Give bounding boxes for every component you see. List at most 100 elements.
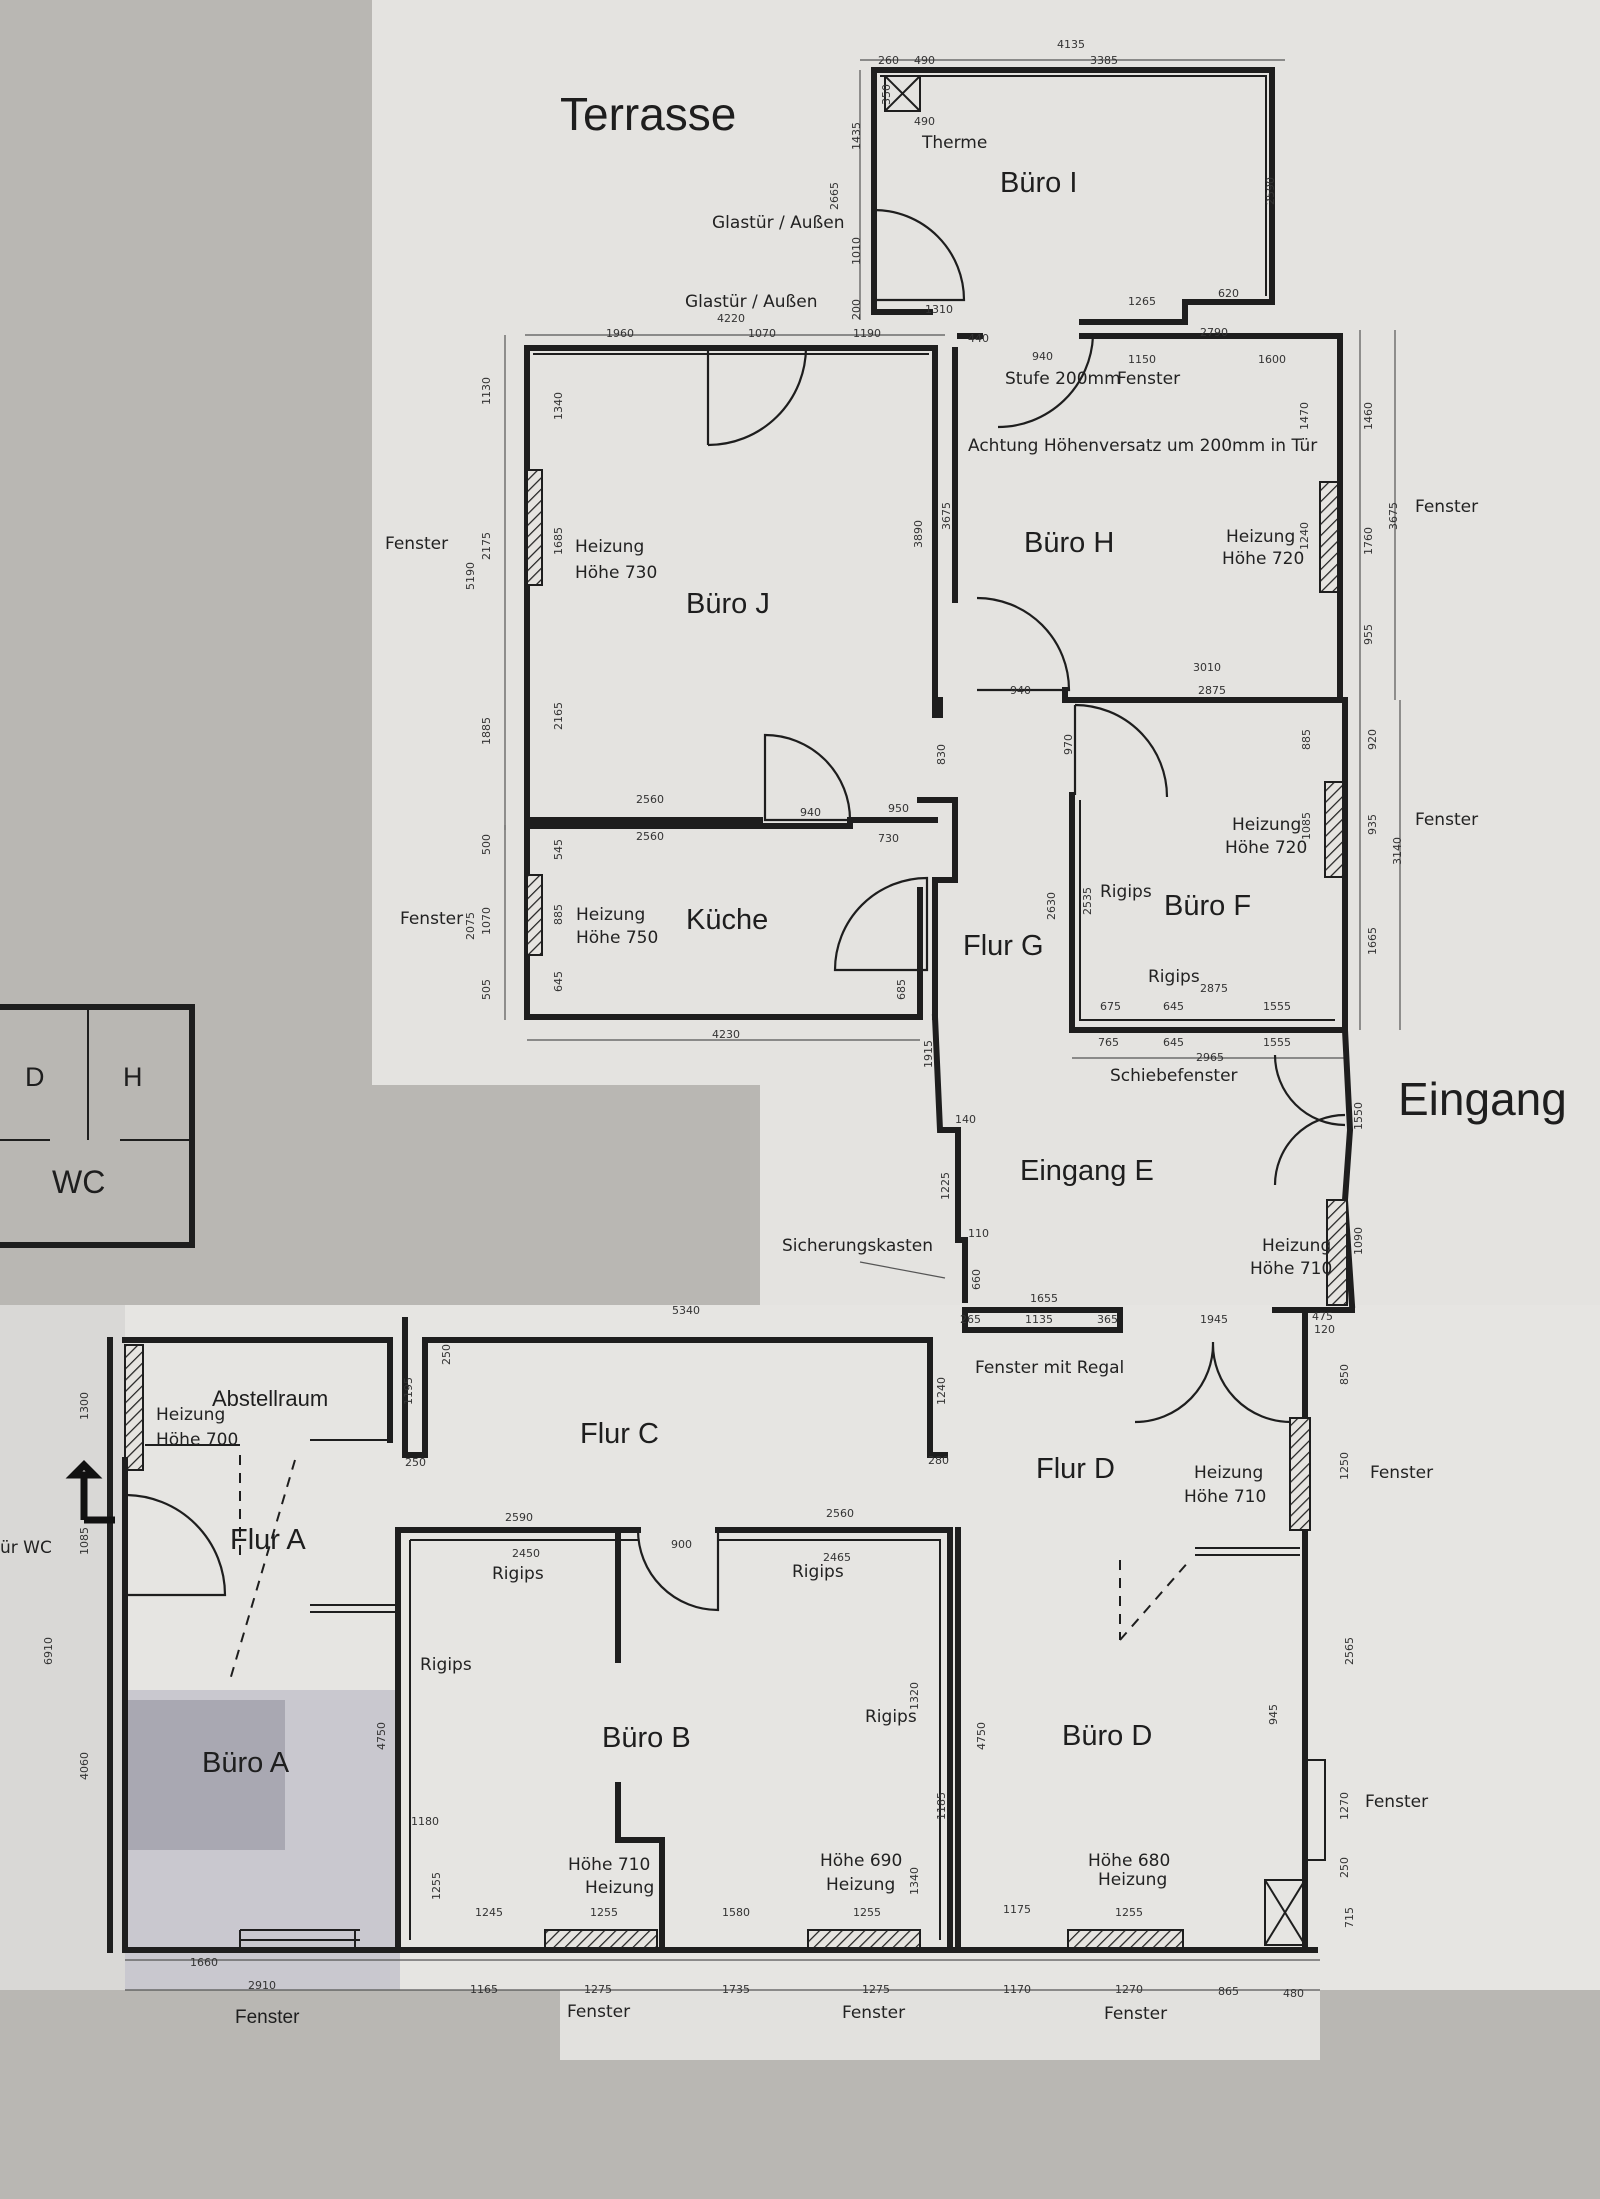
room-flur-c: Flur C — [580, 1418, 659, 1450]
dim: 920 — [1366, 729, 1379, 750]
dim: 250 — [1338, 1857, 1351, 1878]
dim: 265 — [960, 1313, 981, 1326]
heater-kueche — [526, 874, 543, 956]
dim: 545 — [552, 839, 565, 860]
label-hoehe-b1: Höhe 710 — [568, 1855, 650, 1875]
dim: 6910 — [42, 1637, 55, 1665]
room-buero-j: Büro J — [686, 588, 770, 620]
label-eingang: Eingang — [1398, 1073, 1567, 1125]
room-buero-d: Büro D — [1062, 1720, 1152, 1752]
dim: 2560 — [636, 830, 664, 843]
label-heizung-dd: Heizung — [1098, 1870, 1167, 1890]
label-hoehe-dr: Höhe 710 — [1184, 1487, 1266, 1507]
dim: 1190 — [853, 327, 881, 340]
label-hoehe-dd: Höhe 680 — [1088, 1851, 1170, 1871]
dim: 110 — [968, 1227, 989, 1240]
dim: 2965 — [1196, 1051, 1224, 1064]
dim: 200 — [850, 299, 863, 320]
dim: 1275 — [584, 1983, 612, 1996]
dim: 730 — [878, 832, 899, 845]
dim: 1685 — [552, 527, 565, 555]
dim: 1180 — [411, 1815, 439, 1828]
label-glastuer-2: Glastür / Außen — [685, 292, 817, 312]
room-buero-i: Büro I — [1000, 167, 1077, 199]
room-eingang-e: Eingang E — [1020, 1155, 1154, 1187]
dim: 1165 — [470, 1983, 498, 1996]
dim: 1275 — [862, 1983, 890, 1996]
dim: 940 — [800, 806, 821, 819]
flur-c-abstellraum-walls — [122, 1317, 948, 1681]
dim: 1010 — [850, 237, 863, 265]
dim: 2535 — [1081, 887, 1094, 915]
dim: 1070 — [748, 327, 776, 340]
heater-f — [1324, 781, 1344, 878]
label-fenster-mit-regal: Fenster mit Regal — [975, 1358, 1124, 1378]
dim: 2790 — [1200, 326, 1228, 339]
dim: 2075 — [464, 912, 477, 940]
dim: 1085 — [78, 1527, 91, 1555]
heater-h — [1319, 481, 1339, 593]
label-hoehe-ab: Höhe 700 — [156, 1430, 238, 1450]
dim: 5340 — [672, 1304, 700, 1317]
dim: 1250 — [1338, 1452, 1351, 1480]
room-flur-d: Flur D — [1036, 1453, 1115, 1485]
label-terrasse: Terrasse — [560, 88, 736, 140]
dim: 765 — [1098, 1036, 1119, 1049]
dim: 2875 — [1200, 982, 1228, 995]
room-buero-b: Büro B — [602, 1722, 691, 1754]
dim: 1660 — [190, 1956, 218, 1969]
room-abstellraum: Abstellraum — [212, 1386, 328, 1411]
dim: 500 — [480, 834, 493, 855]
label-hoehe-k: Höhe 750 — [576, 928, 658, 948]
label-stufe: Stufe 200mm — [1005, 369, 1121, 389]
dim: 1600 — [1258, 353, 1286, 366]
room-kueche: Küche — [686, 904, 768, 936]
label-fenster-h-top: Fenster — [1117, 369, 1180, 389]
dim: 4060 — [78, 1752, 91, 1780]
dim: 4135 — [1057, 38, 1085, 51]
dim: 715 — [1343, 1907, 1356, 1928]
dim: 1255 — [430, 1872, 443, 1900]
dim: 1175 — [1003, 1903, 1031, 1916]
dim: 2590 — [505, 1511, 533, 1524]
dim: 1270 — [1115, 1983, 1143, 1996]
dim: 850 — [1338, 1364, 1351, 1385]
dim: 2875 — [1198, 684, 1226, 697]
label-rigips-b4: Rigips — [865, 1707, 917, 1727]
label-rigips-b2: Rigips — [792, 1562, 844, 1582]
therme-box — [884, 75, 921, 112]
room-buero-h: Büro H — [1024, 527, 1114, 559]
paper-sheet-left-overlay — [0, 1305, 125, 1990]
dim: 660 — [970, 1269, 983, 1290]
label-heizung-b1: Heizung — [585, 1878, 654, 1898]
dim: 1070 — [480, 907, 493, 935]
label-heizung-dr: Heizung — [1194, 1463, 1263, 1483]
label-hoehe-b2: Höhe 690 — [820, 1851, 902, 1871]
label-hoehe-j: Höhe 730 — [575, 563, 657, 583]
dim: 3675 — [940, 502, 953, 530]
heater-b1 — [544, 1929, 658, 1949]
dim: 1270 — [1338, 1792, 1351, 1820]
label-therme: Therme — [921, 133, 987, 153]
dim: 2565 — [1343, 1637, 1356, 1665]
label-rigips-b1: Rigips — [492, 1564, 544, 1584]
label-fenster-d1: Fenster — [1370, 1463, 1433, 1483]
dim: 885 — [1300, 729, 1313, 750]
label-rigips-f2: Rigips — [1148, 967, 1200, 987]
label-tuer-wc: ür WC — [0, 1538, 52, 1558]
dim: 3675 — [1387, 502, 1400, 530]
dim: 1170 — [1003, 1983, 1031, 1996]
label-fenster-dd: Fenster — [1104, 2004, 1167, 2024]
room-flur-g: Flur G — [963, 930, 1044, 962]
dim: 935 — [1366, 814, 1379, 835]
dim: 4230 — [712, 1028, 740, 1041]
dim: 2590 — [1264, 177, 1277, 205]
dim: 2665 — [828, 182, 841, 210]
room-buero-a: Büro A — [202, 1747, 290, 1779]
label-heizung-e: Heizung — [1262, 1236, 1331, 1256]
dim: 865 — [1218, 1985, 1239, 1998]
dim: 1255 — [590, 1906, 618, 1919]
label-fenster-kueche: Fenster — [400, 909, 463, 929]
room-flur-a: Flur A — [230, 1524, 306, 1556]
dim: 1255 — [1115, 1906, 1143, 1919]
